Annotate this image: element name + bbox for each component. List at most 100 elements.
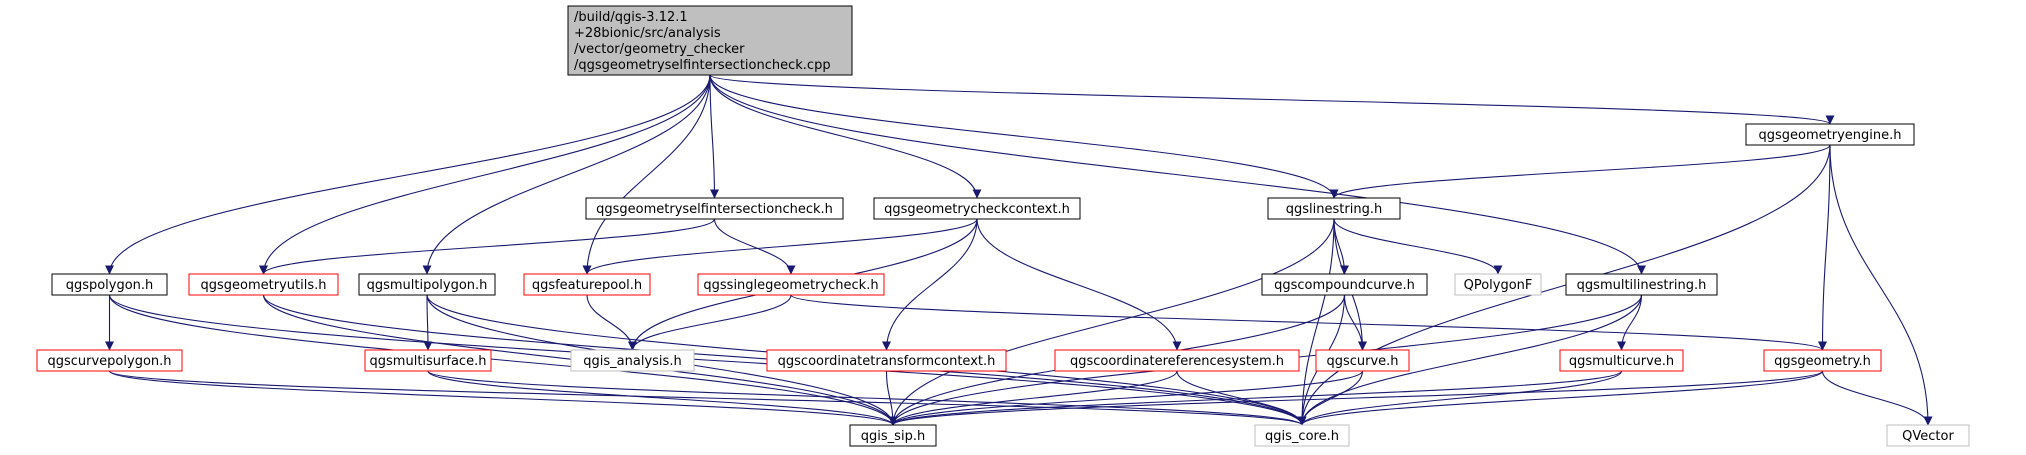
node-qgscoordinatetransformcontext[interactable]: qgscoordinatetransformcontext.h xyxy=(766,349,1007,372)
node-qgsmultisurface[interactable]: qgsmultisurface.h xyxy=(364,349,492,372)
node-box xyxy=(1454,273,1542,296)
node-label: QVector xyxy=(1902,429,1954,444)
edge-qgsmultisurface-to-qgis_core xyxy=(427,370,1307,426)
node-qgsgeometryutils[interactable]: qgsgeometryutils.h xyxy=(188,273,339,296)
edge-qgsgeometryengine-to-qgsgeometry xyxy=(1818,144,1831,351)
edge-qgsgeometry-to-qgis_sip xyxy=(888,370,1824,426)
edge-qgsgeometrycheckcontext-to-qgscoordinatereferencesystem xyxy=(976,218,1182,351)
node-label: qgscoordinatetransformcontext.h xyxy=(778,354,996,369)
node-label: qgscompoundcurve.h xyxy=(1274,278,1415,293)
node-qgis_core[interactable]: qgis_core.h xyxy=(1254,424,1350,447)
root-file-path-line: /build/qgis-3.12.1 xyxy=(574,10,688,25)
node-label: qgsgeometryengine.h xyxy=(1759,128,1902,143)
node-box xyxy=(1261,273,1428,296)
edge-qgssinglegeometrycheck-to-qgis_analysis xyxy=(628,294,792,351)
node-box xyxy=(1763,349,1882,372)
edge-qgsmultisurface-to-qgis_sip xyxy=(427,370,898,426)
node-qgscoordinatereferencesystem[interactable]: qgscoordinatereferencesystem.h xyxy=(1054,349,1300,372)
edge-qgscurvepolygon-to-qgis_core xyxy=(108,370,1307,426)
node-qgsgeometry[interactable]: qgsgeometry.h xyxy=(1763,349,1882,372)
node-qgsfeaturepool[interactable]: qgsfeaturepool.h xyxy=(523,273,651,296)
node-box xyxy=(1315,349,1410,372)
node-label: qgsmultilinestring.h xyxy=(1577,278,1707,293)
edge-qgsgeometrycheckcontext-to-qgscoordinatetransformcontext xyxy=(882,218,978,351)
node-qgsmultipolygon[interactable]: qgsmultipolygon.h xyxy=(358,273,496,296)
node-box xyxy=(364,349,492,372)
node-label: qgis_sip.h xyxy=(861,429,925,444)
node-qgis_sip[interactable]: qgis_sip.h xyxy=(849,424,937,447)
node-qgspolygon[interactable]: qgspolygon.h xyxy=(51,273,168,296)
root-file-path-line: /vector/geometry_checker xyxy=(574,42,745,57)
edge-qgsfeaturepool-to-qgis_analysis xyxy=(586,294,637,351)
node-box xyxy=(51,273,168,296)
node-box xyxy=(849,424,937,447)
edge-qgsgeometrycheckcontext-to-qgsfeaturepool xyxy=(582,218,978,275)
edge-root-to-qgsgeometrycheckcontext xyxy=(709,74,982,199)
edge-root-to-qgsgeometryutils xyxy=(259,74,711,275)
root-file-box xyxy=(567,5,853,76)
node-box xyxy=(570,349,695,372)
edge-qgsgeometry-to-qvector xyxy=(1821,370,1933,426)
node-label: qgsgeometry.h xyxy=(1774,354,1871,369)
edge-qgscoordinatereferencesystem-to-qgis_sip xyxy=(888,370,1178,426)
edge-root-to-qgspolygon xyxy=(105,74,711,275)
edge-qgscoordinatereferencesystem-to-qgis_core xyxy=(1176,370,1307,426)
node-box xyxy=(766,349,1007,372)
edge-qgspolygon-to-qgis_core xyxy=(108,294,1307,426)
edge-qgsmulticurve-to-qgis_core xyxy=(1297,370,1623,426)
node-label: qgsmulticurve.h xyxy=(1569,354,1674,369)
edge-root-to-qgsmultipolygon xyxy=(422,74,711,275)
node-label: qgssinglegeometrycheck.h xyxy=(703,278,878,293)
edge-root-to-qgsgeometryengine xyxy=(709,74,1835,125)
node-box xyxy=(1054,349,1300,372)
node-box xyxy=(1267,197,1401,220)
node-label: qgscurve.h xyxy=(1326,354,1398,369)
node-qgsgeometryselfintersectioncheck[interactable]: qgsgeometryselfintersectioncheck.h xyxy=(585,197,844,220)
node-label: QPolygonF xyxy=(1464,278,1533,293)
edge-qgslinestring-to-qpolygonf xyxy=(1333,218,1503,275)
edge-qgsmultilinestring-to-qgsmulticurve xyxy=(1617,294,1643,351)
edge-qgsgeometryengine-to-qvector xyxy=(1829,144,1933,426)
node-label: qgsmultisurface.h xyxy=(370,354,487,369)
edge-qgslinestring-to-qgscompoundcurve xyxy=(1333,218,1349,275)
node-qpolygonf[interactable]: QPolygonF xyxy=(1454,273,1542,296)
node-qgsgeometryengine[interactable]: qgsgeometryengine.h xyxy=(1745,123,1915,146)
node-qvector[interactable]: QVector xyxy=(1886,424,1970,447)
edge-root-to-qgslinestring xyxy=(709,74,1339,199)
node-qgsmulticurve[interactable]: qgsmulticurve.h xyxy=(1559,349,1684,372)
node-label: qgis_analysis.h xyxy=(583,354,681,369)
node-label: qgslinestring.h xyxy=(1286,202,1382,217)
node-label: qgsfeaturepool.h xyxy=(532,278,642,293)
node-qgslinestring[interactable]: qgslinestring.h xyxy=(1267,197,1401,220)
nodes-layer: /build/qgis-3.12.1+28bionic/src/analysis… xyxy=(36,5,1970,447)
node-box xyxy=(697,273,885,296)
node-qgscurvepolygon[interactable]: qgscurvepolygon.h xyxy=(36,349,183,372)
node-label: qgscoordinatereferencesystem.h xyxy=(1070,354,1284,369)
node-box xyxy=(1745,123,1915,146)
node-label: qgsgeometrycheckcontext.h xyxy=(884,202,1070,217)
node-qgscurve[interactable]: qgscurve.h xyxy=(1315,349,1410,372)
node-qgssinglegeometrycheck[interactable]: qgssinglegeometrycheck.h xyxy=(697,273,885,296)
node-box xyxy=(1254,424,1350,447)
root-file-node[interactable]: /build/qgis-3.12.1+28bionic/src/analysis… xyxy=(567,5,853,76)
node-label: qgsgeometryutils.h xyxy=(201,278,327,293)
node-label: qgis_core.h xyxy=(1265,429,1339,444)
edge-qgslinestring-to-qgis_sip xyxy=(888,218,1335,426)
edge-qgsmultilinestring-to-qgis_core xyxy=(1297,294,1643,426)
node-qgsmultilinestring[interactable]: qgsmultilinestring.h xyxy=(1565,273,1718,296)
node-box xyxy=(1559,349,1684,372)
edge-qgsgeometryengine-to-qgslinestring xyxy=(1329,144,1831,199)
edge-root-to-qgsgeometryselfintersectioncheck xyxy=(709,74,719,199)
node-qgis_analysis[interactable]: qgis_analysis.h xyxy=(570,349,695,372)
edge-qgscurve-to-qgis_sip xyxy=(888,370,1364,426)
node-label: qgsgeometryselfintersectioncheck.h xyxy=(596,202,833,217)
node-qgscompoundcurve[interactable]: qgscompoundcurve.h xyxy=(1261,273,1428,296)
edge-qgsgeometryselfintersectioncheck-to-qgsgeometryutils xyxy=(259,218,716,275)
edge-root-to-qgsfeaturepool xyxy=(582,74,711,275)
node-box xyxy=(36,349,183,372)
node-label: qgscurvepolygon.h xyxy=(47,354,171,369)
node-qgsgeometrycheckcontext[interactable]: qgsgeometrycheckcontext.h xyxy=(873,197,1081,220)
root-file-path-line: +28bionic/src/analysis xyxy=(574,26,721,41)
edge-root-to-qgsmultilinestring xyxy=(709,74,1646,275)
